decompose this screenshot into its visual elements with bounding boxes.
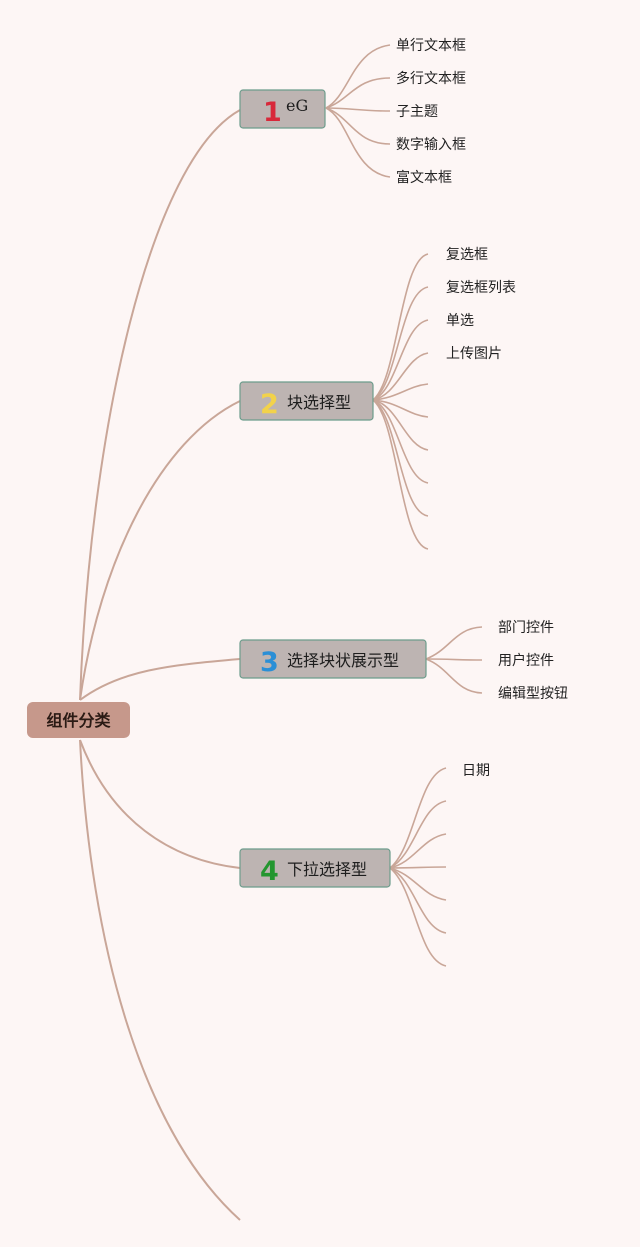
leaf-item[interactable]: 部门控件 xyxy=(498,620,554,636)
branch-1-leaves: 单行文本框 多行文本框 子主题 数字输入框 富文本框 xyxy=(396,38,466,186)
branch-4-leaves: 日期 xyxy=(462,763,490,779)
branch-4-leaf-edge xyxy=(389,866,447,869)
leaf-item[interactable]: 上传图片 xyxy=(446,346,502,362)
leaf-item[interactable]: 富文本框 xyxy=(396,169,452,186)
leaf-item[interactable]: 复选框 xyxy=(446,246,488,263)
branch-1-leaf-edge xyxy=(325,107,391,178)
leaf-item[interactable]: 编辑型按钮 xyxy=(498,686,568,702)
branch-1-leaf-edge xyxy=(325,107,391,112)
branch-2-label: 块选择型 xyxy=(287,393,351,412)
branch-3-label: 选择块状展示型 xyxy=(287,651,399,670)
root-node[interactable]: 组件分类 xyxy=(27,702,130,738)
branch-4-leaf-edge xyxy=(389,867,447,967)
root-to-branch-2 xyxy=(79,400,241,701)
branch-node-4[interactable]: 4 下拉选择型 xyxy=(239,848,391,888)
root-node-label: 组件分类 xyxy=(46,711,111,730)
root-to-branch-3 xyxy=(79,658,241,701)
branch-4-leaf-edge xyxy=(389,833,447,869)
leaf-item[interactable]: 子主题 xyxy=(396,104,438,120)
root-to-dangling-end xyxy=(79,739,241,1221)
branch-4-leaf-edge xyxy=(389,800,447,869)
branch-2-leaf-edge xyxy=(372,399,429,550)
branch-2-leaf-edge xyxy=(372,319,429,401)
branch-4-box xyxy=(239,848,391,888)
branch-2-leaf-edge xyxy=(372,399,429,451)
root-to-branch-1 xyxy=(79,109,241,701)
branch-node-3[interactable]: 3 选择块状展示型 xyxy=(239,639,427,679)
branch-2-leaves: 复选框 复选框列表 单选 上传图片 xyxy=(446,246,516,362)
leaf-item[interactable]: 数字输入框 xyxy=(396,137,466,153)
branch-node-1[interactable]: 1 eG xyxy=(239,89,326,129)
branch-4-label: 下拉选择型 xyxy=(287,860,367,879)
branch-4-leaf-edge xyxy=(389,767,447,869)
branch-2-number-icon: 2 xyxy=(260,389,279,420)
branch-4-number-icon: 4 xyxy=(260,856,279,887)
branch-2-leaf-edge xyxy=(372,286,429,401)
leaf-item[interactable]: 用户控件 xyxy=(498,652,554,669)
root-node-box xyxy=(27,702,130,738)
branch-3-leaf-edge xyxy=(425,658,483,661)
branch-1-leaf-edge xyxy=(325,77,391,109)
leaf-item[interactable]: 复选框列表 xyxy=(446,279,516,296)
branch-3-leaf-edge xyxy=(425,658,483,694)
leaf-item[interactable]: 多行文本框 xyxy=(396,70,466,87)
leaf-item[interactable]: 日期 xyxy=(462,763,490,779)
branch-3-number-icon: 3 xyxy=(260,647,279,678)
connector-lines xyxy=(79,44,483,1221)
branch-2-leaf-edge xyxy=(372,399,429,517)
branch-1-leaf-edge xyxy=(325,44,391,109)
branch-2-leaf-edge xyxy=(372,253,429,401)
branch-3-box xyxy=(239,639,427,679)
branch-2-leaf-edge xyxy=(372,383,429,401)
branch-3-leaf-edge xyxy=(425,626,483,660)
branch-3-leaves: 部门控件 用户控件 编辑型按钮 xyxy=(498,620,568,702)
branch-1-box xyxy=(239,89,326,129)
branch-1-number-icon: 1 xyxy=(263,97,282,128)
branch-2-box xyxy=(239,381,374,421)
branch-4-leaf-edge xyxy=(389,867,447,901)
branch-2-leaf-edge xyxy=(372,352,429,401)
branch-4-leaf-edge xyxy=(389,867,447,934)
branch-2-leaf-edge xyxy=(372,399,429,418)
branch-node-2[interactable]: 2 块选择型 xyxy=(239,381,374,421)
branch-1-label: eG xyxy=(286,96,308,115)
root-to-branch-4 xyxy=(79,739,241,869)
leaf-item[interactable]: 单行文本框 xyxy=(396,38,466,54)
branch-2-leaf-edge xyxy=(372,399,429,484)
leaf-item[interactable]: 单选 xyxy=(446,313,474,329)
branch-1-leaf-edge xyxy=(325,107,391,145)
